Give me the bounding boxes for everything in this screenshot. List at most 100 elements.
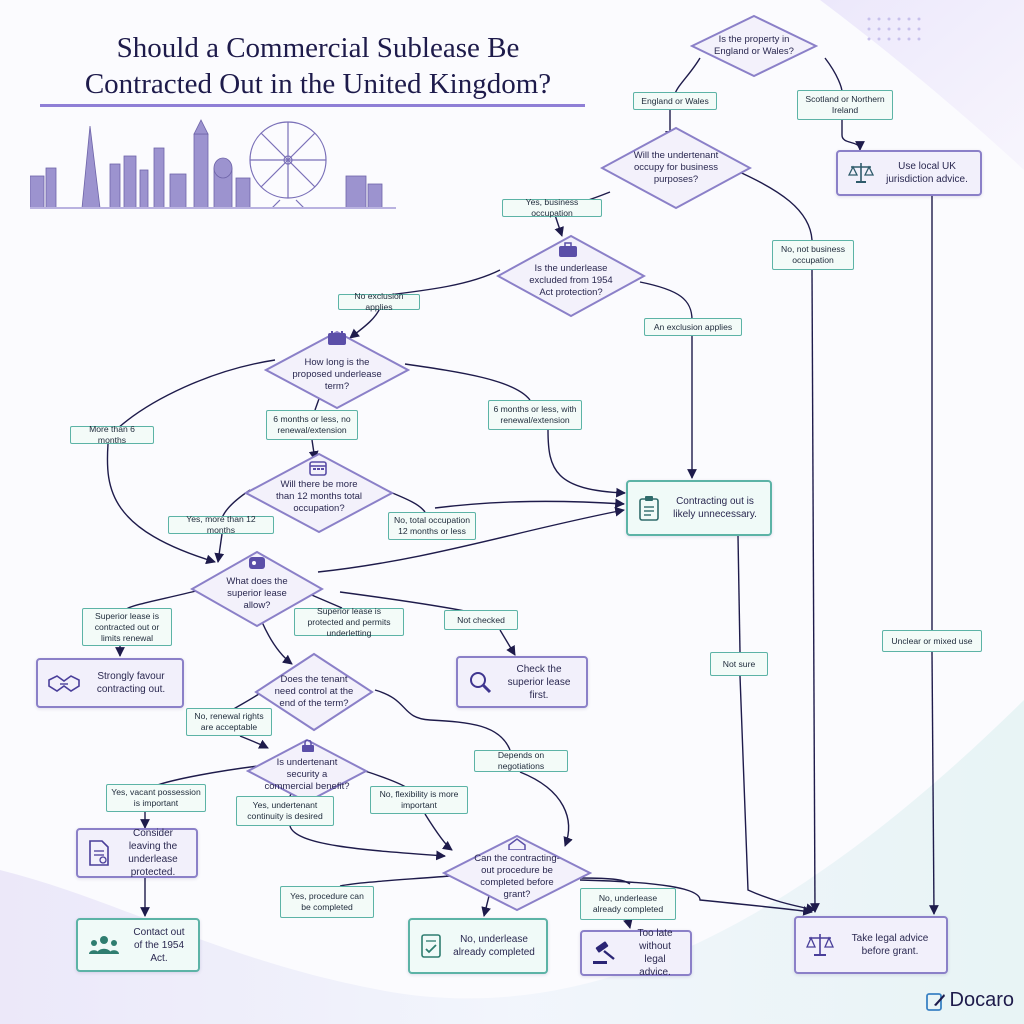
- decision-text: Will the undertenant occupy for business…: [633, 150, 719, 185]
- edge-label: No, total occupation 12 months or less: [388, 512, 476, 540]
- edge-label: No, renewal rights are acceptable: [186, 708, 272, 736]
- connector: [824, 57, 843, 93]
- edge-label: An exclusion applies: [644, 318, 742, 336]
- edge-label: Depends on negotiations: [474, 750, 568, 772]
- outcome-text: Contracting out is likely unnecessary.: [673, 496, 757, 520]
- connector: [499, 629, 516, 656]
- edge-label: Superior lease is protected and permits …: [294, 606, 404, 638]
- outcome-legal-advice: Take legal advice before grant.: [794, 916, 948, 974]
- outcome-contract-out: Contact out of the 1954 Act.: [76, 918, 200, 972]
- connector: [106, 443, 216, 565]
- outcome-text: Take legal advice before grant.: [851, 933, 929, 957]
- magnifier-icon: [468, 670, 492, 694]
- edge-label: England or Wales: [633, 92, 717, 110]
- edge-label: Superior lease is contracted out or limi…: [82, 608, 172, 646]
- edge-label: Not checked: [444, 610, 518, 630]
- connector: [579, 879, 813, 916]
- connector: [261, 621, 293, 665]
- decision-text: Can the contracting-out procedure be com…: [474, 853, 560, 900]
- edge-label: Not sure: [710, 652, 768, 676]
- checklist-icon: [420, 933, 442, 959]
- connector: [623, 918, 633, 929]
- decision-act-exclusion: Is the underlease excluded from 1954 Act…: [496, 234, 646, 318]
- decision-text: What does the superior lease allow?: [226, 576, 288, 611]
- calendar-grid-icon: [309, 461, 327, 476]
- document-icon: [88, 840, 110, 866]
- decision-england-or-wales: Is the property in England or Wales?: [690, 14, 818, 78]
- edge-label: Yes, procedure can be completed: [280, 886, 374, 918]
- decision-text: Does the tenant need control at the end …: [274, 674, 354, 709]
- outcome-text: Use local UK jurisdiction advice.: [886, 161, 968, 185]
- scales-icon: [806, 932, 834, 958]
- edge-label: 6 months or less, no renewal/extension: [266, 410, 358, 440]
- connector: [424, 813, 453, 851]
- connector: [404, 363, 531, 401]
- lock-icon: [302, 740, 314, 752]
- edge-label: Yes, undertenant continuity is desired: [236, 796, 334, 826]
- connector: [239, 735, 269, 749]
- connector: [579, 877, 631, 885]
- decision-contracting-out-procedure: Can the contracting-out procedure be com…: [442, 834, 592, 912]
- decision-superior-lease: What does the superior lease allow?: [190, 550, 324, 628]
- outcome-check-superior-lease: Check the superior lease first.: [456, 656, 588, 708]
- outcome-leave-protected: Consider leaving the underlease protecte…: [76, 828, 198, 878]
- page-title: Should a Commercial Sublease Be Contract…: [38, 30, 598, 102]
- outcome-text: Check the superior lease first.: [507, 663, 571, 701]
- outcome-text: Strongly favour contracting out.: [96, 671, 166, 695]
- connector: [289, 825, 446, 861]
- title-line-2: Contracted Out in the United Kingdom?: [84, 68, 552, 100]
- connector: [737, 535, 741, 653]
- decision-underlease-term: How long is the proposed underlease term…: [264, 330, 410, 410]
- decision-text: Will there be more than 12 months total …: [275, 479, 363, 514]
- connector: [374, 689, 511, 751]
- connector: [810, 269, 820, 913]
- edge-label: Yes, more than 12 months: [168, 514, 274, 535]
- decision-business-purposes: Will the undertenant occupy for business…: [600, 126, 752, 210]
- outcome-too-late: Too late without legal advice.: [580, 928, 692, 978]
- connector: [929, 651, 939, 915]
- connector: [349, 307, 381, 339]
- edge-label: Unclear or mixed use: [882, 630, 982, 652]
- id-card-icon: [249, 557, 265, 569]
- connector: [124, 589, 201, 611]
- edge-label: 6 months or less, with renewal/extension: [488, 400, 582, 430]
- connector: [519, 771, 573, 847]
- edge-label: Yes, business occupation: [502, 197, 602, 218]
- edge-label: No, flexibility is more important: [370, 786, 468, 814]
- connector: [317, 506, 625, 573]
- outcome-local-jurisdiction: Use local UK jurisdiction advice.: [836, 150, 982, 196]
- connector: [841, 116, 865, 151]
- decision-text: Is undertenant security a commercial ben…: [264, 757, 350, 792]
- title-line-1: Should a Commercial Sublease Be: [116, 32, 520, 64]
- clipboard-icon: [638, 495, 660, 521]
- decision-tenant-control: Does the tenant need control at the end …: [254, 652, 374, 732]
- briefcase-icon: [559, 242, 577, 257]
- decision-text: How long is the proposed underlease term…: [292, 357, 382, 392]
- edge-label: Yes, vacant possession is important: [106, 784, 206, 812]
- outcome-text: Too late without legal advice.: [637, 928, 673, 978]
- decision-undertenant-security: Is undertenant security a commercial ben…: [246, 738, 368, 804]
- connector: [639, 281, 693, 321]
- connector: [434, 498, 625, 509]
- connector: [547, 429, 626, 498]
- outcome-already-completed: No, underlease already completed: [408, 918, 548, 974]
- london-skyline-icon: [30, 119, 396, 209]
- people-icon: [88, 934, 120, 956]
- house-icon: [508, 838, 526, 850]
- connector: [734, 169, 813, 241]
- decision-total-occupation: Will there be more than 12 months total …: [244, 452, 394, 534]
- outcome-text: No, underlease already completed: [453, 934, 535, 958]
- connector: [739, 675, 816, 914]
- connector: [339, 875, 451, 887]
- pen-document-icon: [925, 992, 945, 1011]
- outcome-text: Consider leaving the underlease protecte…: [128, 828, 178, 878]
- outcome-text: Contact out of the 1954 Act.: [133, 926, 185, 964]
- edge-label: No, not business occupation: [772, 240, 854, 270]
- dot-pattern-icon: [867, 17, 921, 41]
- edge-label: No, underlease already completed: [580, 888, 676, 920]
- calendar-icon: [328, 331, 346, 345]
- connector: [554, 214, 564, 237]
- scales-icon: [848, 161, 874, 185]
